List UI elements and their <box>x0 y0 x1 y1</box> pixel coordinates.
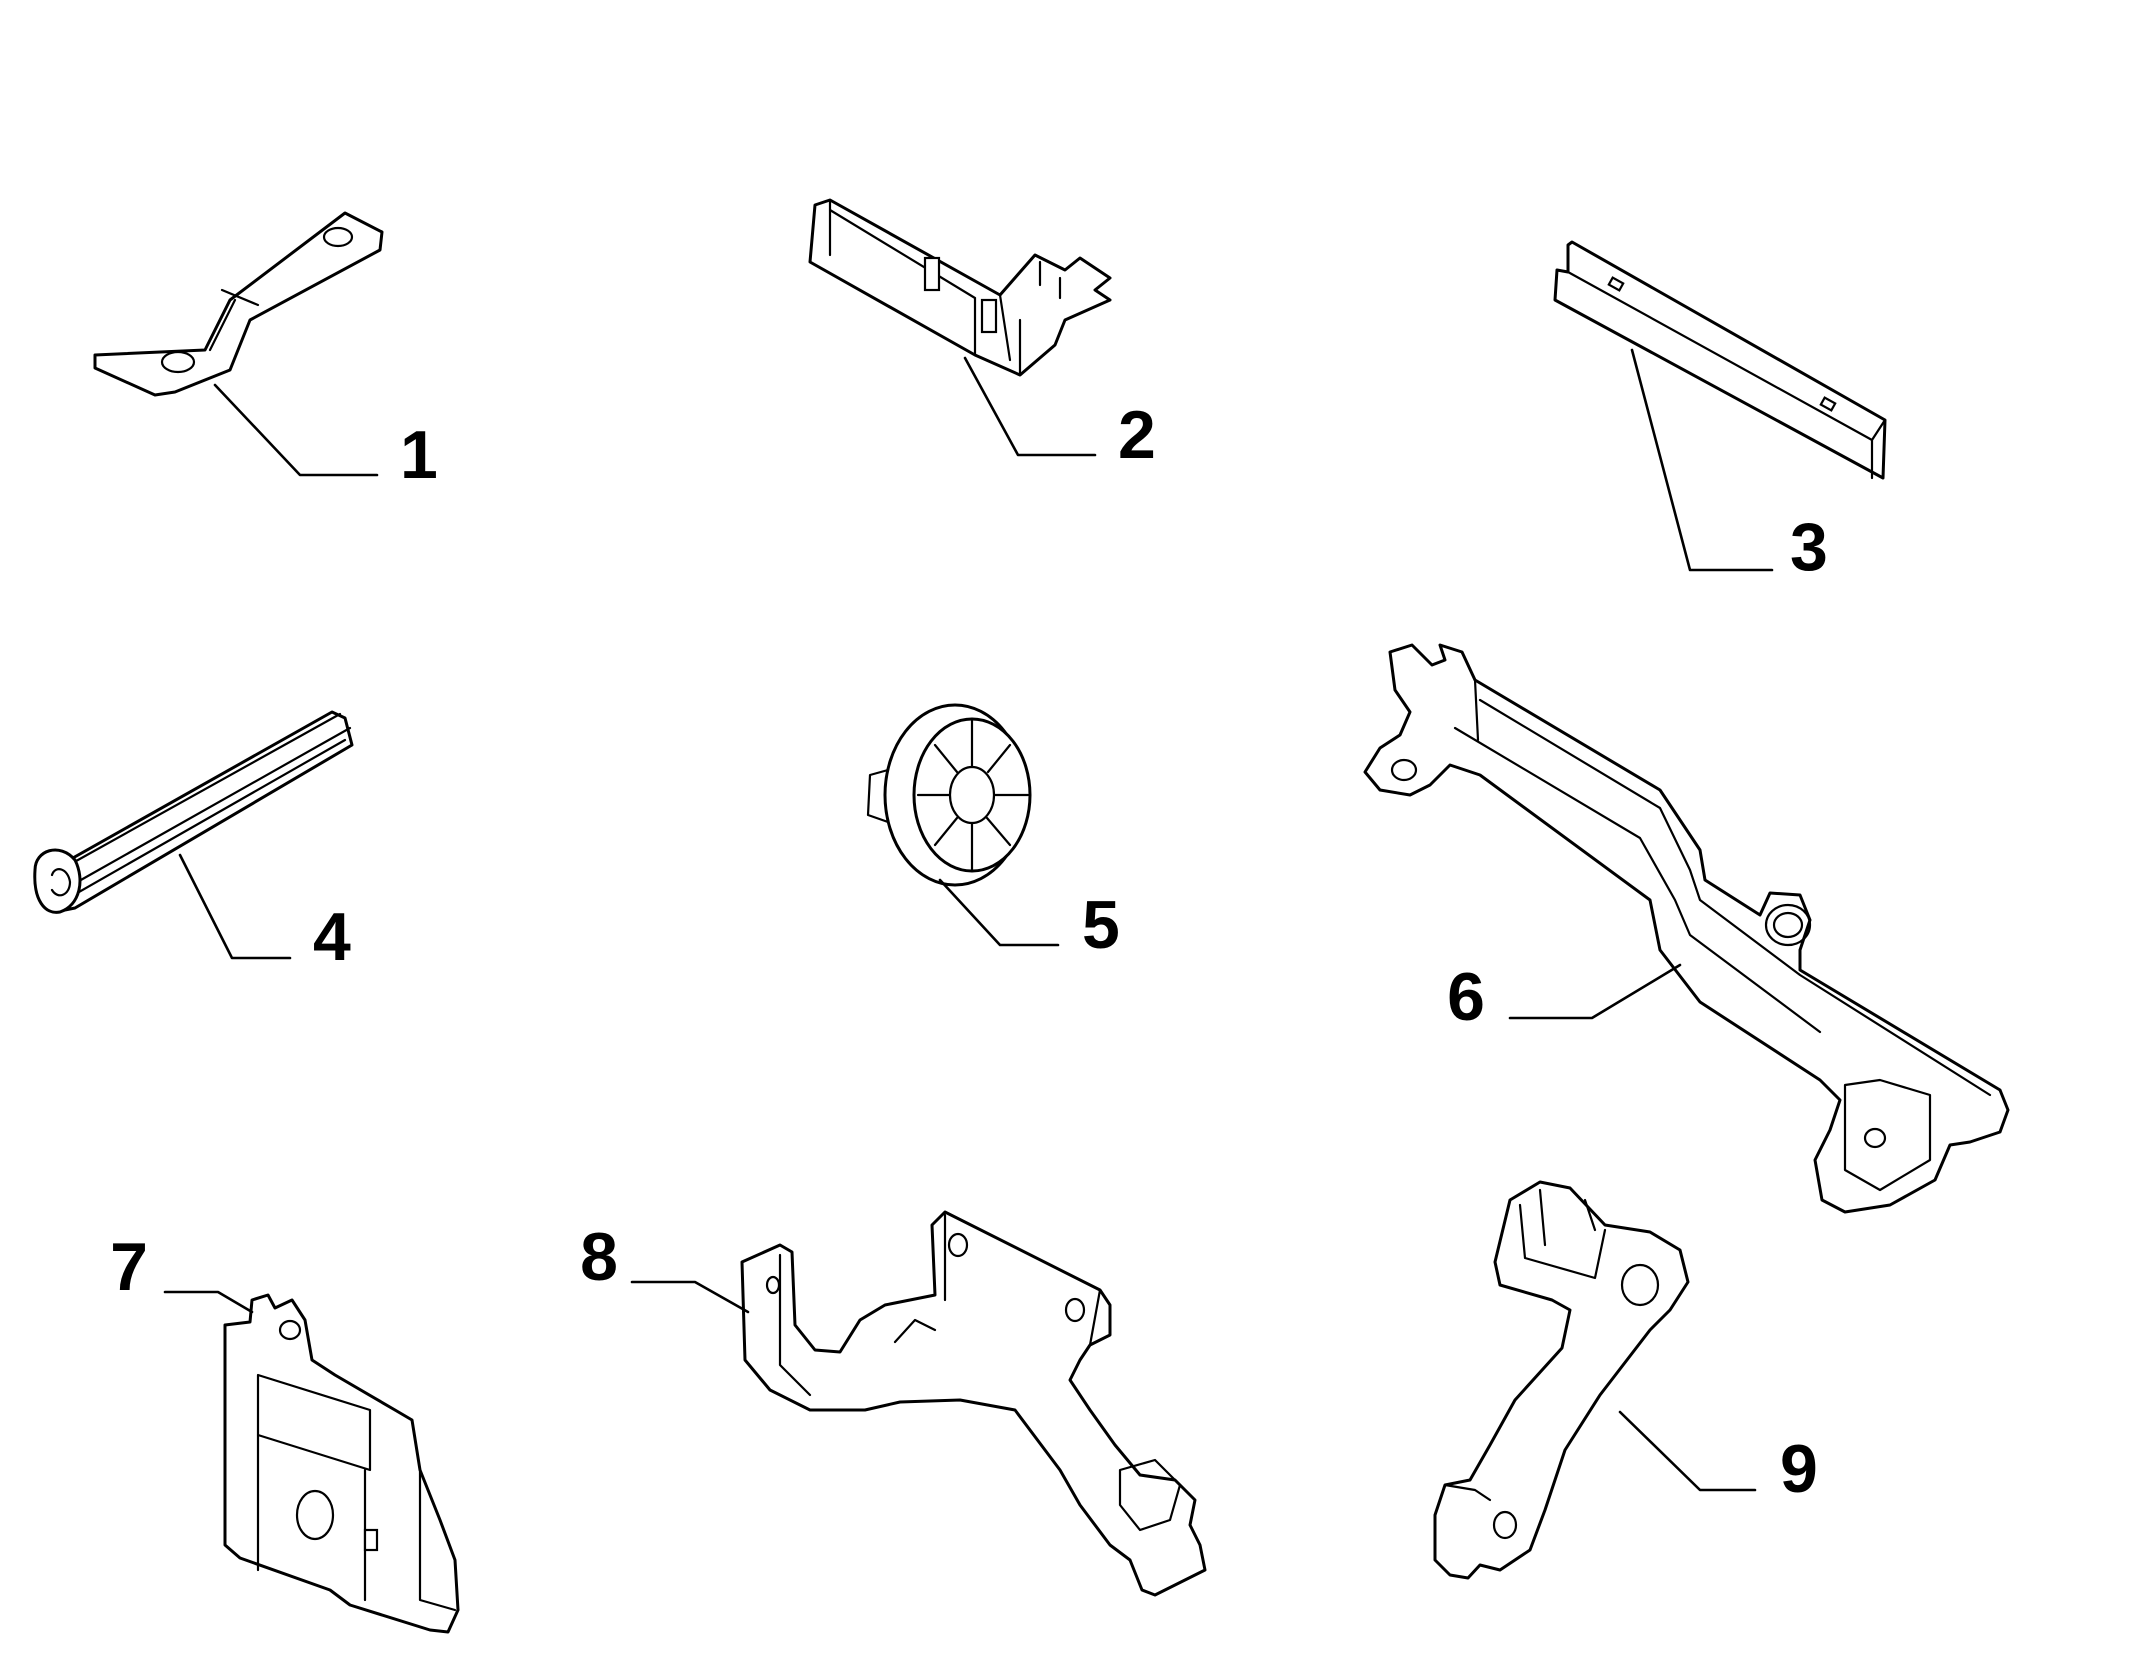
callout-5-label: 5 <box>1082 887 1120 963</box>
callout-7: 7 <box>110 1229 254 1314</box>
callout-8: 8 <box>580 1219 750 1314</box>
callout-2-label: 2 <box>1118 397 1156 473</box>
part-9-bracket <box>1433 1180 1690 1580</box>
part-7-plate <box>223 1293 460 1634</box>
callout-3: 3 <box>1630 348 1828 585</box>
callout-1-label: 1 <box>400 417 438 493</box>
callout-9: 9 <box>1618 1410 1818 1507</box>
callout-1: 1 <box>213 383 438 493</box>
part-3-strip <box>1553 240 1887 480</box>
callout-3-label: 3 <box>1790 509 1828 585</box>
part-6-crossmember <box>1363 643 2010 1214</box>
callout-8-label: 8 <box>580 1219 618 1295</box>
callout-4: 4 <box>178 853 351 975</box>
callout-4-label: 4 <box>313 899 351 975</box>
callout-5: 5 <box>938 878 1120 963</box>
part-8-support <box>740 1210 1207 1597</box>
callout-6: 6 <box>1447 959 1682 1035</box>
part-4-profile <box>33 710 354 914</box>
callout-9-label: 9 <box>1780 1431 1818 1507</box>
part-2-rail <box>808 198 1112 377</box>
callout-7-label: 7 <box>110 1229 148 1305</box>
part-1-bracket <box>93 211 384 397</box>
part-5-grommet <box>866 703 1032 887</box>
callout-6-label: 6 <box>1447 959 1485 1035</box>
callout-2: 2 <box>963 356 1156 473</box>
